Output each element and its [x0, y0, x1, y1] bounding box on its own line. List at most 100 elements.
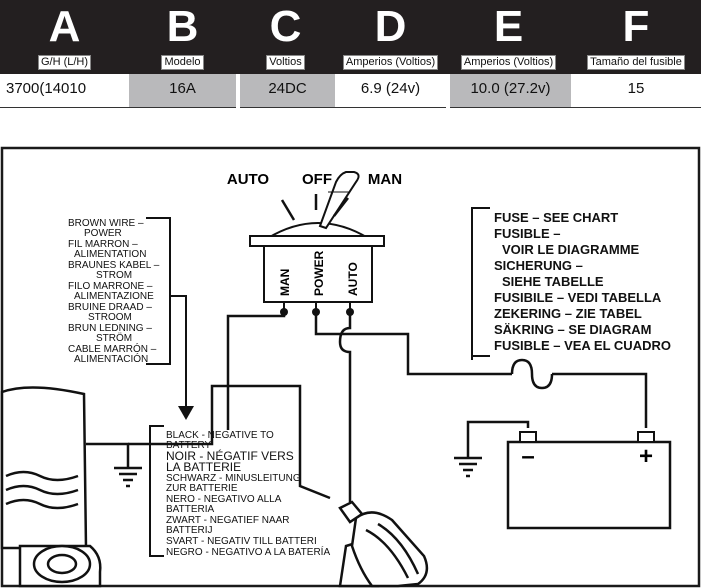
fuse-symbol: [510, 358, 554, 390]
pump-housing: [0, 386, 88, 550]
fuse-label-8: FUSIBLE – VEA EL CUADRO: [494, 338, 671, 353]
brown-label-7: ALIMENTAZIONE: [74, 291, 154, 302]
black-wire-labels: BLACK - NEGATIVE TO BATTERY NOIR - NÉGAT…: [166, 430, 330, 558]
fuse-label-4: SIEHE TABELLE: [502, 274, 604, 289]
switch-auto-label: AUTO: [227, 171, 270, 188]
black-label-0: BLACK - NEGATIVE TO: [166, 430, 274, 441]
switch-lever: [318, 171, 360, 230]
col-header-b: B Modelo: [129, 0, 236, 74]
switch-body: [263, 245, 373, 303]
wire-battery-negative: [466, 420, 530, 458]
fuse-label-5: FUSIBILE – VEDI TABELLA: [494, 290, 662, 305]
fuse-label-6: ZEKERING – ZIE TABEL: [494, 306, 642, 321]
bilge-pump: [0, 386, 102, 588]
col-letter-f: F: [622, 2, 650, 51]
brown-label-13: ALIMENTACIÓN: [74, 352, 148, 365]
fuse-label-7: SÄKRING – SE DIAGRAM: [494, 322, 651, 337]
col-letter-b: B: [166, 2, 199, 51]
wire-power: [314, 312, 512, 376]
switch-plate: [249, 235, 385, 247]
fuse-label-0: FUSE – SEE CHART: [494, 210, 618, 225]
cell-model: 16A: [129, 74, 236, 108]
toggle-switch: [249, 171, 385, 303]
switch-man-label: MAN: [368, 171, 402, 188]
ground-symbol-battery: [454, 456, 482, 478]
pump-grip-lines: [5, 470, 79, 510]
battery: [506, 431, 672, 530]
battery-terminal-negative: [519, 431, 537, 443]
cell-flow: 3700(14010: [0, 74, 129, 108]
ground-symbol-pump: [114, 466, 142, 488]
fuse-label-1: FUSIBLE –: [494, 226, 560, 241]
brown-label-6: FILO MARRONE –: [68, 281, 153, 292]
fuse-label-3: SICHERUNG –: [494, 258, 583, 273]
brown-wire-bracket: [146, 217, 171, 365]
fuse-label-2: VOIR LE DIAGRAMME: [502, 242, 640, 257]
cell-fuse-size: 15: [571, 74, 701, 108]
col-header-e: E Amperios (Voltios): [446, 0, 571, 74]
battery-plus-sign: +: [639, 443, 653, 470]
wire-negative: [128, 384, 331, 500]
brown-label-4: BRAUNES KABEL –: [68, 260, 160, 271]
fuse-label-bracket: [471, 207, 490, 357]
brown-label-8: BRUINE DRAAD –: [68, 302, 152, 313]
wiring-diagram: AUTO OFF MAN MAN POWER AUTO – +: [0, 146, 701, 588]
col-letter-e: E: [493, 2, 524, 51]
col-header-c: C Voltios: [236, 0, 335, 74]
black-label-10: SVART - NEGATIV TILL BATTERI: [166, 536, 317, 547]
black-wire-bracket: [149, 425, 164, 557]
terminal-auto-label: AUTO: [346, 262, 360, 296]
battery-body: [506, 440, 672, 530]
wire-auto: [338, 312, 352, 502]
float-switch-cap: [338, 500, 364, 524]
cell-amps-24v: 6.9 (24v): [335, 74, 446, 108]
spec-table: A G/H (L/H) B Modelo C Voltios D Amperio…: [0, 0, 701, 112]
terminal-man-label: MAN: [278, 269, 292, 296]
brown-wire-pointer: [170, 295, 187, 408]
black-label-9: BATTERIJ: [166, 525, 212, 536]
col-label-c: Voltios: [266, 55, 305, 70]
black-label-3: LA BATTERIE: [166, 460, 241, 474]
col-label-a: G/H (L/H): [37, 55, 92, 70]
col-header-d: D Amperios (Voltios): [335, 0, 446, 74]
brown-label-3: ALIMENTATION: [74, 249, 146, 260]
col-label-e: Amperios (Voltios): [460, 55, 557, 70]
wire-fuse-to-battery: [552, 372, 648, 428]
switch-off-label: OFF: [302, 171, 332, 188]
col-label-f: Tamaño del fusible: [587, 55, 685, 70]
black-label-4: SCHWARZ - MINUSLEITUNG: [166, 473, 301, 484]
wire-man: [226, 312, 286, 430]
col-header-a: A G/H (L/H): [0, 0, 129, 74]
battery-terminal-positive: [637, 431, 655, 443]
wire-pump-ground: [86, 442, 130, 468]
fuse-labels: FUSE – SEE CHART FUSIBLE – VOIR LE DIAGR…: [494, 210, 671, 353]
brown-wire-labels: BROWN WIRE – POWER FIL MARRON – ALIMENTA…: [68, 218, 160, 365]
battery-minus-sign: –: [521, 443, 534, 470]
brown-label-12: CABLE MARRÓN –: [68, 342, 157, 355]
brown-label-9: STROOM: [88, 312, 132, 323]
cell-volts: 24DC: [240, 74, 335, 108]
black-label-6: NERO - NEGATIVO ALLA: [166, 494, 282, 505]
pump-outlet-hole: [46, 553, 78, 575]
terminal-power-label: POWER: [312, 250, 326, 296]
col-letter-d: D: [374, 2, 407, 51]
col-header-f: F Tamaño del fusible: [571, 0, 701, 74]
black-label-2: NOIR - NÉGATIF VERS: [166, 448, 294, 463]
brown-wire-arrow: [178, 406, 194, 420]
brown-label-2: FIL MARRON –: [68, 239, 138, 250]
col-label-b: Modelo: [161, 55, 204, 70]
brown-label-11: STRÖM: [96, 332, 132, 344]
col-label-d: Amperios (Voltios): [342, 55, 439, 70]
black-label-5: ZUR BATTERIE: [166, 483, 238, 494]
col-letter-a: A: [48, 2, 81, 51]
brown-label-1: POWER: [84, 228, 122, 239]
brown-label-10: BRUN LEDNING –: [68, 323, 152, 334]
black-label-8: ZWART - NEGATIEF NAAR: [166, 515, 290, 526]
col-letter-c: C: [269, 2, 302, 51]
black-label-1: BATTERY: [166, 440, 212, 451]
cell-amps-272v: 10.0 (27.2v): [450, 74, 571, 108]
brown-label-5: STROM: [96, 270, 132, 281]
black-label-11: NEGRO - NEGATIVO A LA BATERÍA: [166, 545, 330, 558]
brown-label-0: BROWN WIRE –: [68, 218, 144, 229]
black-label-7: BATTERIA: [166, 504, 214, 515]
